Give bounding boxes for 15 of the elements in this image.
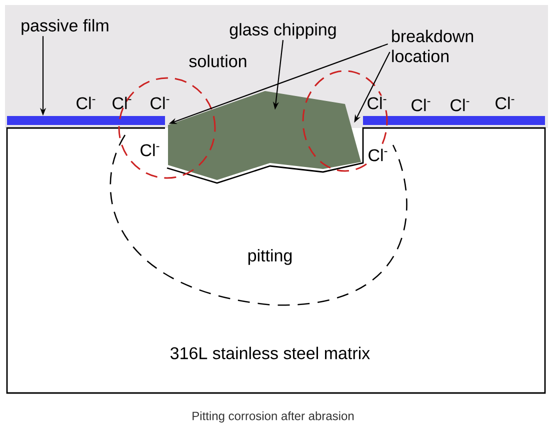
text-label: Cl$^{-}$ — [150, 96, 170, 110]
callout-label: glass chipping — [230, 23, 336, 39]
text-label: Cl$^{-}$ — [450, 98, 470, 112]
text-label: Cl$^{-}$ — [112, 96, 132, 110]
text-label: Cl$^{-}$ — [76, 96, 96, 110]
glass-chip — [168, 91, 361, 180]
callout-label: passive film — [22, 19, 108, 35]
caption: Pitting corrosion after abrasion — [192, 411, 354, 423]
text-label: Cl$^{-}$ — [366, 148, 390, 162]
text-label: Cl$^{-}$ — [412, 98, 430, 112]
text-label: solution — [189, 54, 246, 68]
text-label: Cl$^{-}$ — [366, 96, 388, 110]
text-label: Cl$^{-}$ — [496, 96, 514, 110]
text-label: Cl$^{-}$ — [138, 142, 162, 158]
callout-label: breakdown location — [392, 30, 474, 62]
